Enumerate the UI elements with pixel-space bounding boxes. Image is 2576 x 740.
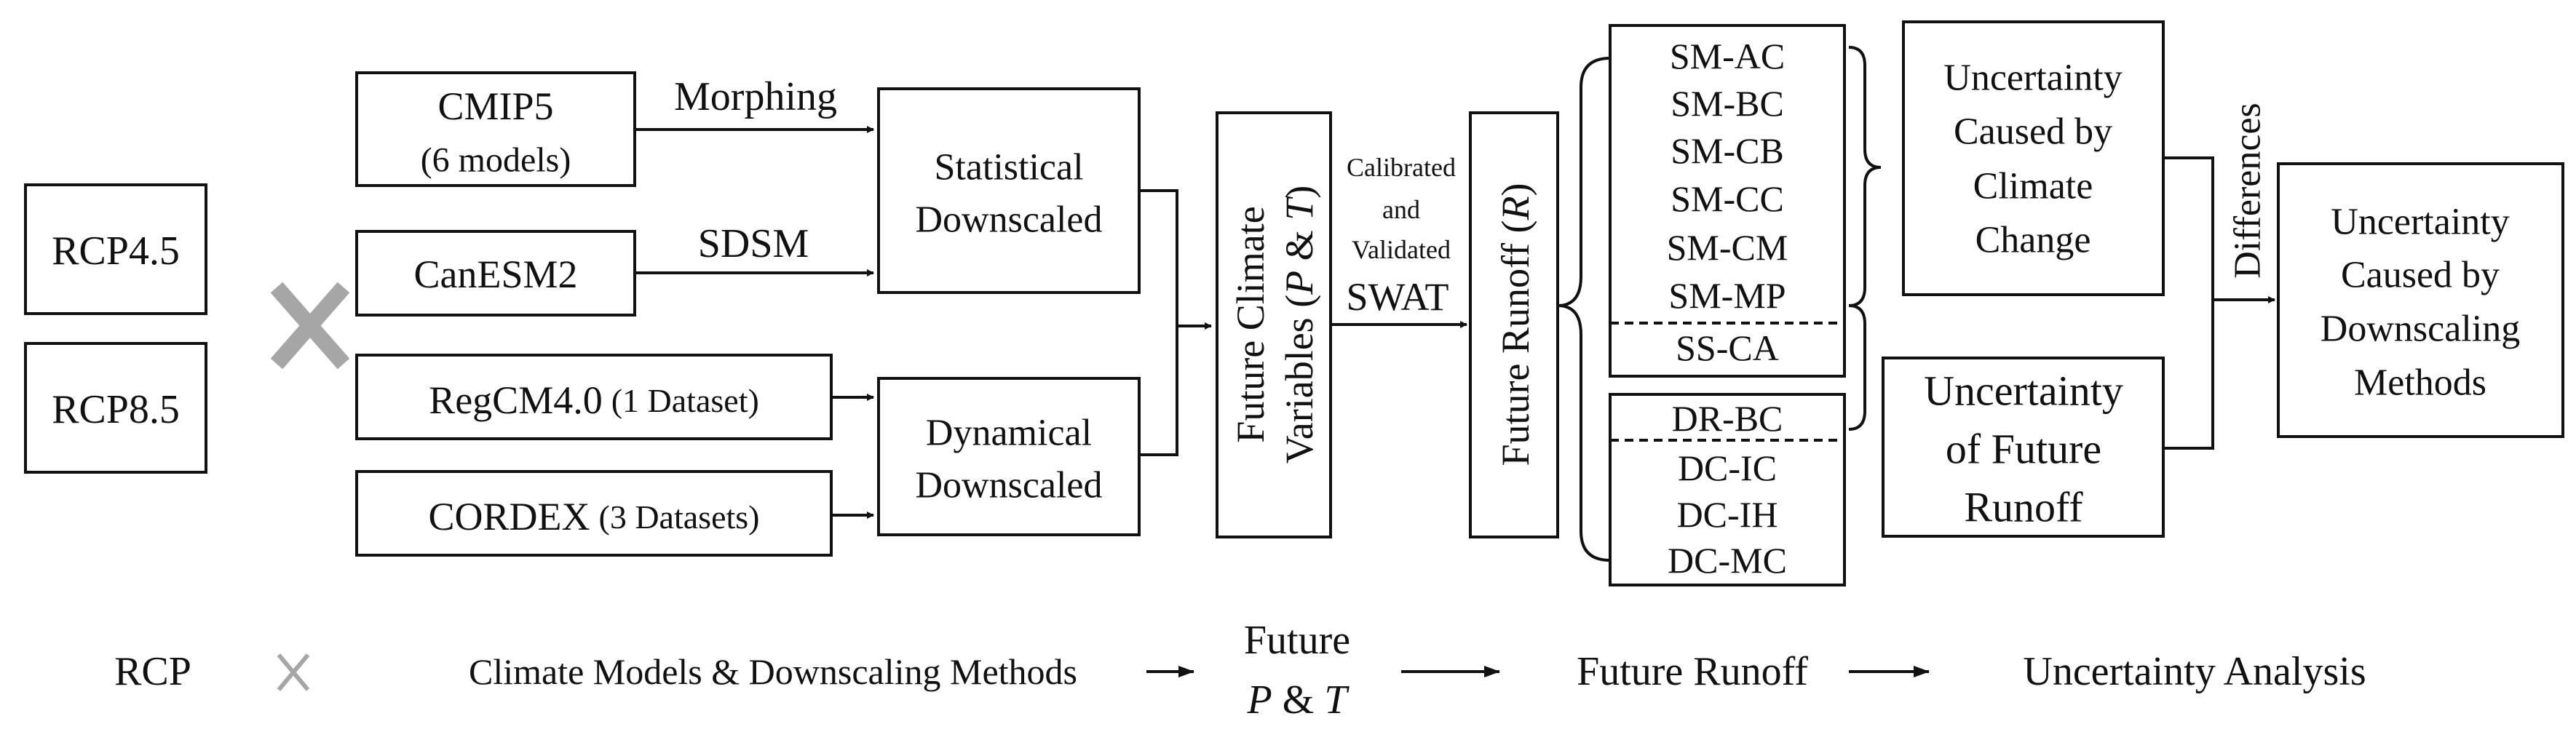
morphing-label: Morphing [674, 74, 837, 119]
legend-cross-icon [277, 653, 310, 691]
swat-validated-label: Validated [1352, 235, 1451, 264]
methods-left-brace [1557, 57, 1611, 562]
swat-calibrated-label: Calibrated [1347, 153, 1456, 182]
statistical-methods-box: SM-AC SM-BC SM-CB SM-CC SM-CM SM-MP SS-C… [1609, 24, 1846, 378]
future-climate-p: P [1277, 271, 1321, 295]
regcm-box: RegCM4.0(1 Dataset) [355, 354, 833, 440]
future-climate-line2: Variables (P & T) [1277, 186, 1321, 464]
method-sm-cm: SM-CM [1667, 227, 1788, 268]
uncertainty-runoff-box: Uncertainty of Future Runoff [1882, 357, 2165, 538]
rcp85-box: RCP8.5 [24, 342, 207, 474]
differences-label: Differences [2227, 103, 2269, 279]
statistical-downscaled-box: Statistical Downscaled [877, 87, 1141, 294]
uncertainty-downscaling-line3: Downscaling [2321, 309, 2520, 350]
method-sm-cb: SM-CB [1671, 130, 1784, 171]
regcm-name: RegCM4.0 [429, 378, 603, 422]
cmip5-sublabel: (6 models) [421, 141, 571, 180]
uncertainty-downscaling-line1: Uncertainty [2331, 202, 2509, 243]
uncertainty-downscaling-line2: Caused by [2341, 255, 2500, 296]
dynamical-downscaled-box: Dynamical Downscaled [877, 377, 1141, 536]
regcm-sub: (1 Dataset) [611, 382, 759, 419]
cmip5-label: CMIP5 [437, 84, 553, 128]
statistical-line1: Statistical [934, 147, 1083, 188]
legend-future-p: P [1247, 677, 1272, 723]
canesm2-box: CanESM2 [355, 230, 636, 317]
legend-rcp: RCP [114, 649, 191, 694]
method-sm-ac: SM-AC [1670, 36, 1785, 76]
rcp45-box: RCP4.5 [24, 183, 207, 315]
dynamical-methods-box: DR-BC DC-IC DC-IH DC-MC [1609, 393, 1846, 586]
regcm-label: RegCM4.0(1 Dataset) [429, 378, 759, 422]
canesm2-label: CanESM2 [413, 252, 577, 296]
future-runoff-box: Future Runoff (R) [1469, 111, 1559, 538]
cordex-sub: (3 Datasets) [599, 498, 760, 536]
sdsm-label: SDSM [698, 221, 809, 266]
method-dr-bc: DR-BC [1672, 398, 1783, 439]
cordex-label: CORDEX(3 Datasets) [429, 495, 760, 538]
uncertainty-runoff-line3: Runoff [1964, 484, 2083, 531]
future-runoff-text: Future Runoff ( [1494, 220, 1537, 466]
uncertainty-climate-box: Uncertainty Caused by Climate Change [1902, 20, 2165, 296]
method-dc-mc: DC-MC [1668, 540, 1787, 581]
cmip5-box: CMIP5 (6 models) [355, 71, 636, 187]
methods-right-brace [1848, 46, 1882, 431]
method-ss-ca: SS-CA [1676, 327, 1779, 368]
uncertainty-climate-line1: Uncertainty [1943, 57, 2122, 99]
future-runoff-r: R [1494, 196, 1537, 221]
method-sm-cc: SM-CC [1671, 178, 1784, 219]
future-climate-box: Future Climate Variables (P & T) [1216, 111, 1332, 538]
rcp85-label: RCP8.5 [52, 387, 180, 432]
future-runoff-close: ) [1494, 183, 1537, 196]
uncertainty-runoff-line2: of Future [1946, 426, 2101, 473]
legend-row: RCP Climate Models & Downscaling Methods… [114, 618, 2366, 723]
uncertainty-climate-line3: Climate [1973, 166, 2093, 207]
uncertainty-climate-line4: Change [1975, 220, 2091, 261]
method-dc-ic: DC-IC [1678, 447, 1777, 488]
future-climate-close: ) [1277, 186, 1321, 199]
future-climate-line1: Future Climate [1229, 206, 1272, 442]
cross-icon [270, 282, 350, 370]
legend-future-amp: & [1272, 677, 1325, 723]
legend-climate-models: Climate Models & Downscaling Methods [469, 651, 1077, 692]
legend-future-pt: P & T [1247, 677, 1350, 723]
legend-future-t: T [1324, 677, 1350, 723]
uncertainty-downscaling-box: Uncertainty Caused by Downscaling Method… [2277, 162, 2564, 438]
method-sm-mp: SM-MP [1668, 275, 1786, 316]
legend-future-runoff: Future Runoff [1577, 649, 1808, 694]
uncertainty-runoff-line1: Uncertainty [1924, 367, 2123, 415]
downscaling-merge-connector [1139, 189, 1178, 456]
swat-label: SWAT [1346, 275, 1448, 319]
legend-future: Future [1244, 618, 1350, 663]
swat-and-label: and [1382, 195, 1420, 224]
dynamical-line2: Downscaled [915, 465, 1102, 506]
legend-uncertainty-analysis: Uncertainty Analysis [2023, 649, 2366, 694]
statistical-line2: Downscaled [915, 199, 1102, 241]
uncertainty-downscaling-line4: Methods [2354, 362, 2486, 404]
future-climate-variables-open: Variables ( [1277, 295, 1321, 464]
future-climate-amp: & [1277, 220, 1321, 271]
method-dc-ih: DC-IH [1677, 494, 1778, 535]
uncertainty-climate-line2: Caused by [1954, 111, 2112, 153]
method-sm-bc: SM-BC [1671, 83, 1784, 124]
cordex-box: CORDEX(3 Datasets) [355, 470, 833, 557]
future-climate-t: T [1277, 196, 1321, 220]
cordex-name: CORDEX [429, 495, 590, 538]
dynamical-line1: Dynamical [926, 413, 1092, 454]
rcp45-label: RCP4.5 [52, 228, 180, 274]
future-runoff-label: Future Runoff (R) [1494, 183, 1537, 466]
differences-connector [2163, 156, 2214, 450]
